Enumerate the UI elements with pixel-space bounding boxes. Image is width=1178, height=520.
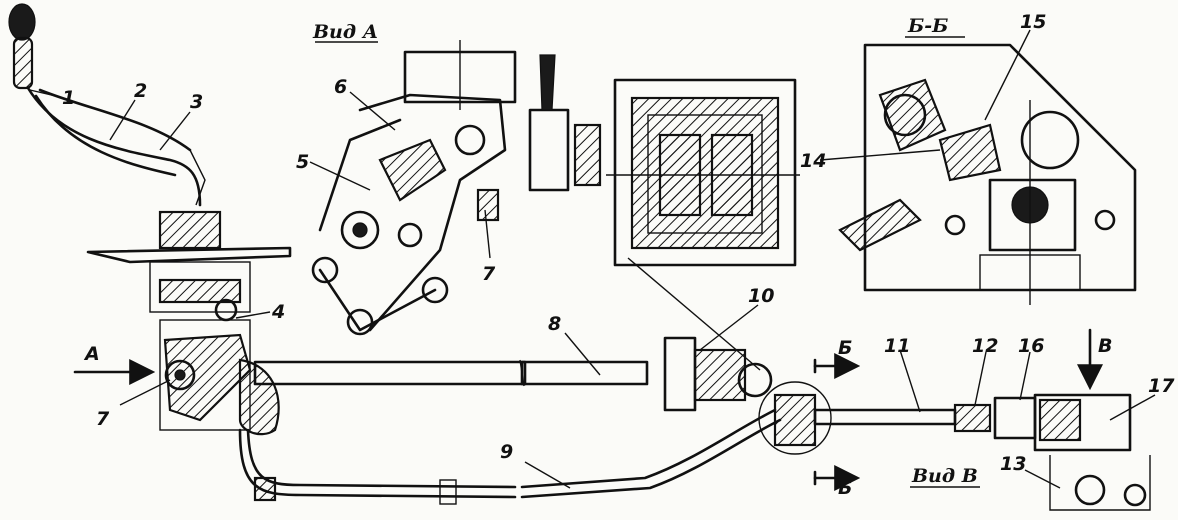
intermediate-unit [627, 257, 832, 455]
label-4: 4 [271, 301, 285, 323]
label-1: 1 [62, 87, 75, 109]
label-B-bottom: Б [838, 477, 852, 499]
section-bb-title: Б-Б [907, 15, 948, 37]
label-6: 6 [334, 76, 347, 98]
section-bb-inset [838, 43, 1137, 305]
floor-plate [86, 210, 292, 322]
label-9: 9 [500, 441, 513, 463]
label-3: 3 [190, 91, 203, 113]
section-arrows [73, 36, 1103, 491]
gear-lever [8, 3, 206, 207]
label-V: В [1098, 335, 1112, 357]
label-12: 12 [972, 335, 998, 357]
label-15: 15 [1020, 11, 1046, 33]
label-2: 2 [134, 80, 147, 102]
label-7-view-a: 7 [482, 263, 496, 285]
label-16: 16 [1018, 335, 1044, 357]
label-8: 8 [548, 313, 561, 335]
label-13: 13 [1000, 453, 1026, 475]
rod-8 [253, 359, 649, 387]
label-10: 10 [748, 285, 774, 307]
label-17: 17 [1148, 375, 1175, 397]
label-14: 14 [800, 150, 826, 172]
view-a-inset [311, 40, 602, 336]
label-A: А [83, 343, 100, 365]
leader-lines [29, 29, 1156, 489]
view-a-title: Вид А [312, 21, 378, 43]
label-11: 11 [884, 335, 910, 357]
label-7-main: 7 [96, 408, 110, 430]
cross-section [606, 78, 800, 267]
rod-11 [813, 393, 1151, 511]
shift-housing [159, 319, 280, 436]
label-B-top: Б [838, 337, 852, 359]
view-v-title: Вид В [911, 465, 978, 487]
label-5: 5 [296, 151, 309, 173]
